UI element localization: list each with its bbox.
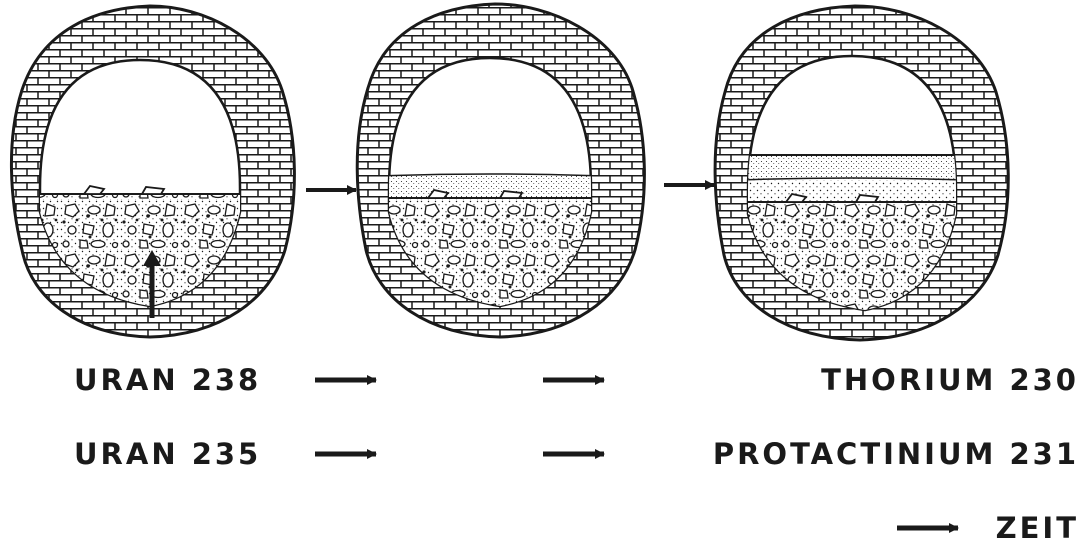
sinter-layer-3 [740,155,965,180]
time-label: ZEIT [996,514,1079,543]
sediment-layer-3 [740,180,965,202]
stage-2-cave [357,4,644,337]
uranium-238-label: URAN 238 [74,366,261,395]
thorium-230-label: THORIUM 230 [821,366,1079,395]
sediment-layer-2 [380,176,600,198]
protactinium-231-label: PROTACTINIUM 231 [713,440,1079,469]
stage-1-cave [11,6,294,337]
stage-3-cave [715,6,1008,340]
uranium-235-label: URAN 235 [74,440,261,469]
